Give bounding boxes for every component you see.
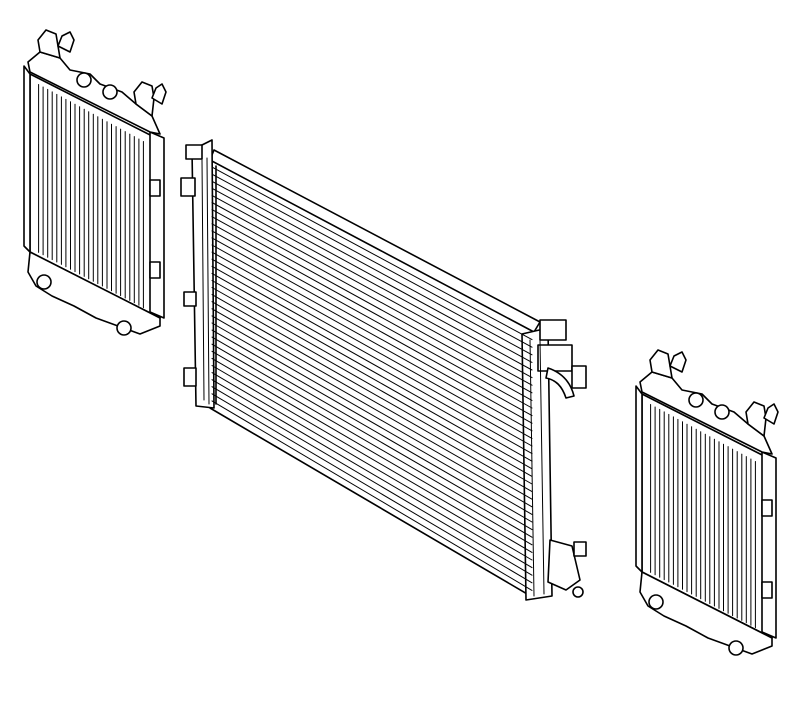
fin-line — [211, 365, 533, 553]
aux-drain — [648, 594, 664, 610]
aux-bottom-tank — [639, 571, 773, 655]
right-auxiliary-radiator-body — [635, 349, 779, 656]
aux-drain — [728, 640, 744, 656]
right-auxiliary-radiator — [635, 349, 779, 656]
aux-outlet-flange — [763, 403, 779, 425]
fin-line — [211, 237, 533, 417]
aux-outlet-flange — [151, 83, 167, 105]
fin-line — [211, 230, 533, 409]
fin-line — [211, 372, 533, 561]
fin-line — [211, 315, 533, 500]
aux-outlet-pipe — [133, 81, 155, 117]
fin-line — [211, 194, 533, 371]
aux-bottom-tank — [27, 251, 161, 335]
aux-left-tank — [23, 65, 31, 253]
aux-inlet-flange — [669, 351, 687, 373]
fin-line — [211, 180, 533, 356]
fin-line — [211, 308, 533, 493]
fin-line — [211, 265, 533, 447]
fin-line — [211, 258, 533, 439]
main-radiator-right-tank — [521, 319, 587, 601]
aux-bracket — [761, 499, 773, 517]
main-radiator — [180, 139, 587, 601]
aux-port — [714, 404, 730, 420]
aux-right-tank — [761, 451, 777, 639]
fin-line — [211, 202, 533, 379]
main-radiator-left-tank — [180, 139, 215, 409]
fin-line — [211, 400, 533, 591]
aux-inlet-pipe — [37, 29, 61, 59]
fin-line — [211, 209, 533, 386]
fin-line — [211, 187, 533, 363]
fin-line — [211, 166, 533, 341]
fin-line — [211, 343, 533, 531]
fin-line — [211, 216, 533, 394]
left-auxiliary-radiator — [23, 29, 167, 336]
fin-line — [211, 272, 533, 455]
fin-line — [211, 223, 533, 401]
fin-line — [211, 280, 533, 462]
aux-bracket — [149, 179, 161, 197]
main-radiator-fins — [211, 165, 533, 591]
aux-inlet-pipe — [649, 349, 673, 379]
fin-line — [211, 251, 533, 432]
aux-left-tank — [635, 385, 643, 573]
fin-line — [211, 336, 533, 523]
aux-drain — [36, 274, 52, 290]
fin-line — [211, 294, 533, 477]
fin-line — [211, 379, 533, 569]
aux-port — [76, 72, 92, 88]
aux-bracket — [149, 261, 161, 279]
aux-right-tank — [149, 131, 165, 319]
fin-line — [211, 244, 533, 424]
fin-line — [211, 393, 533, 584]
aux-outlet-pipe — [745, 401, 767, 437]
aux-bracket — [761, 581, 773, 599]
fin-line — [211, 322, 533, 508]
fin-line — [211, 173, 533, 348]
aux-port — [688, 392, 704, 408]
fin-line — [211, 357, 533, 546]
fin-line — [211, 350, 533, 538]
aux-inlet-flange — [57, 31, 75, 53]
aux-drain — [116, 320, 132, 336]
left-auxiliary-radiator-body — [23, 29, 167, 336]
fin-line — [211, 287, 533, 470]
fin-line — [211, 301, 533, 485]
aux-port — [102, 84, 118, 100]
fin-line — [211, 329, 533, 515]
fin-line — [211, 386, 533, 576]
